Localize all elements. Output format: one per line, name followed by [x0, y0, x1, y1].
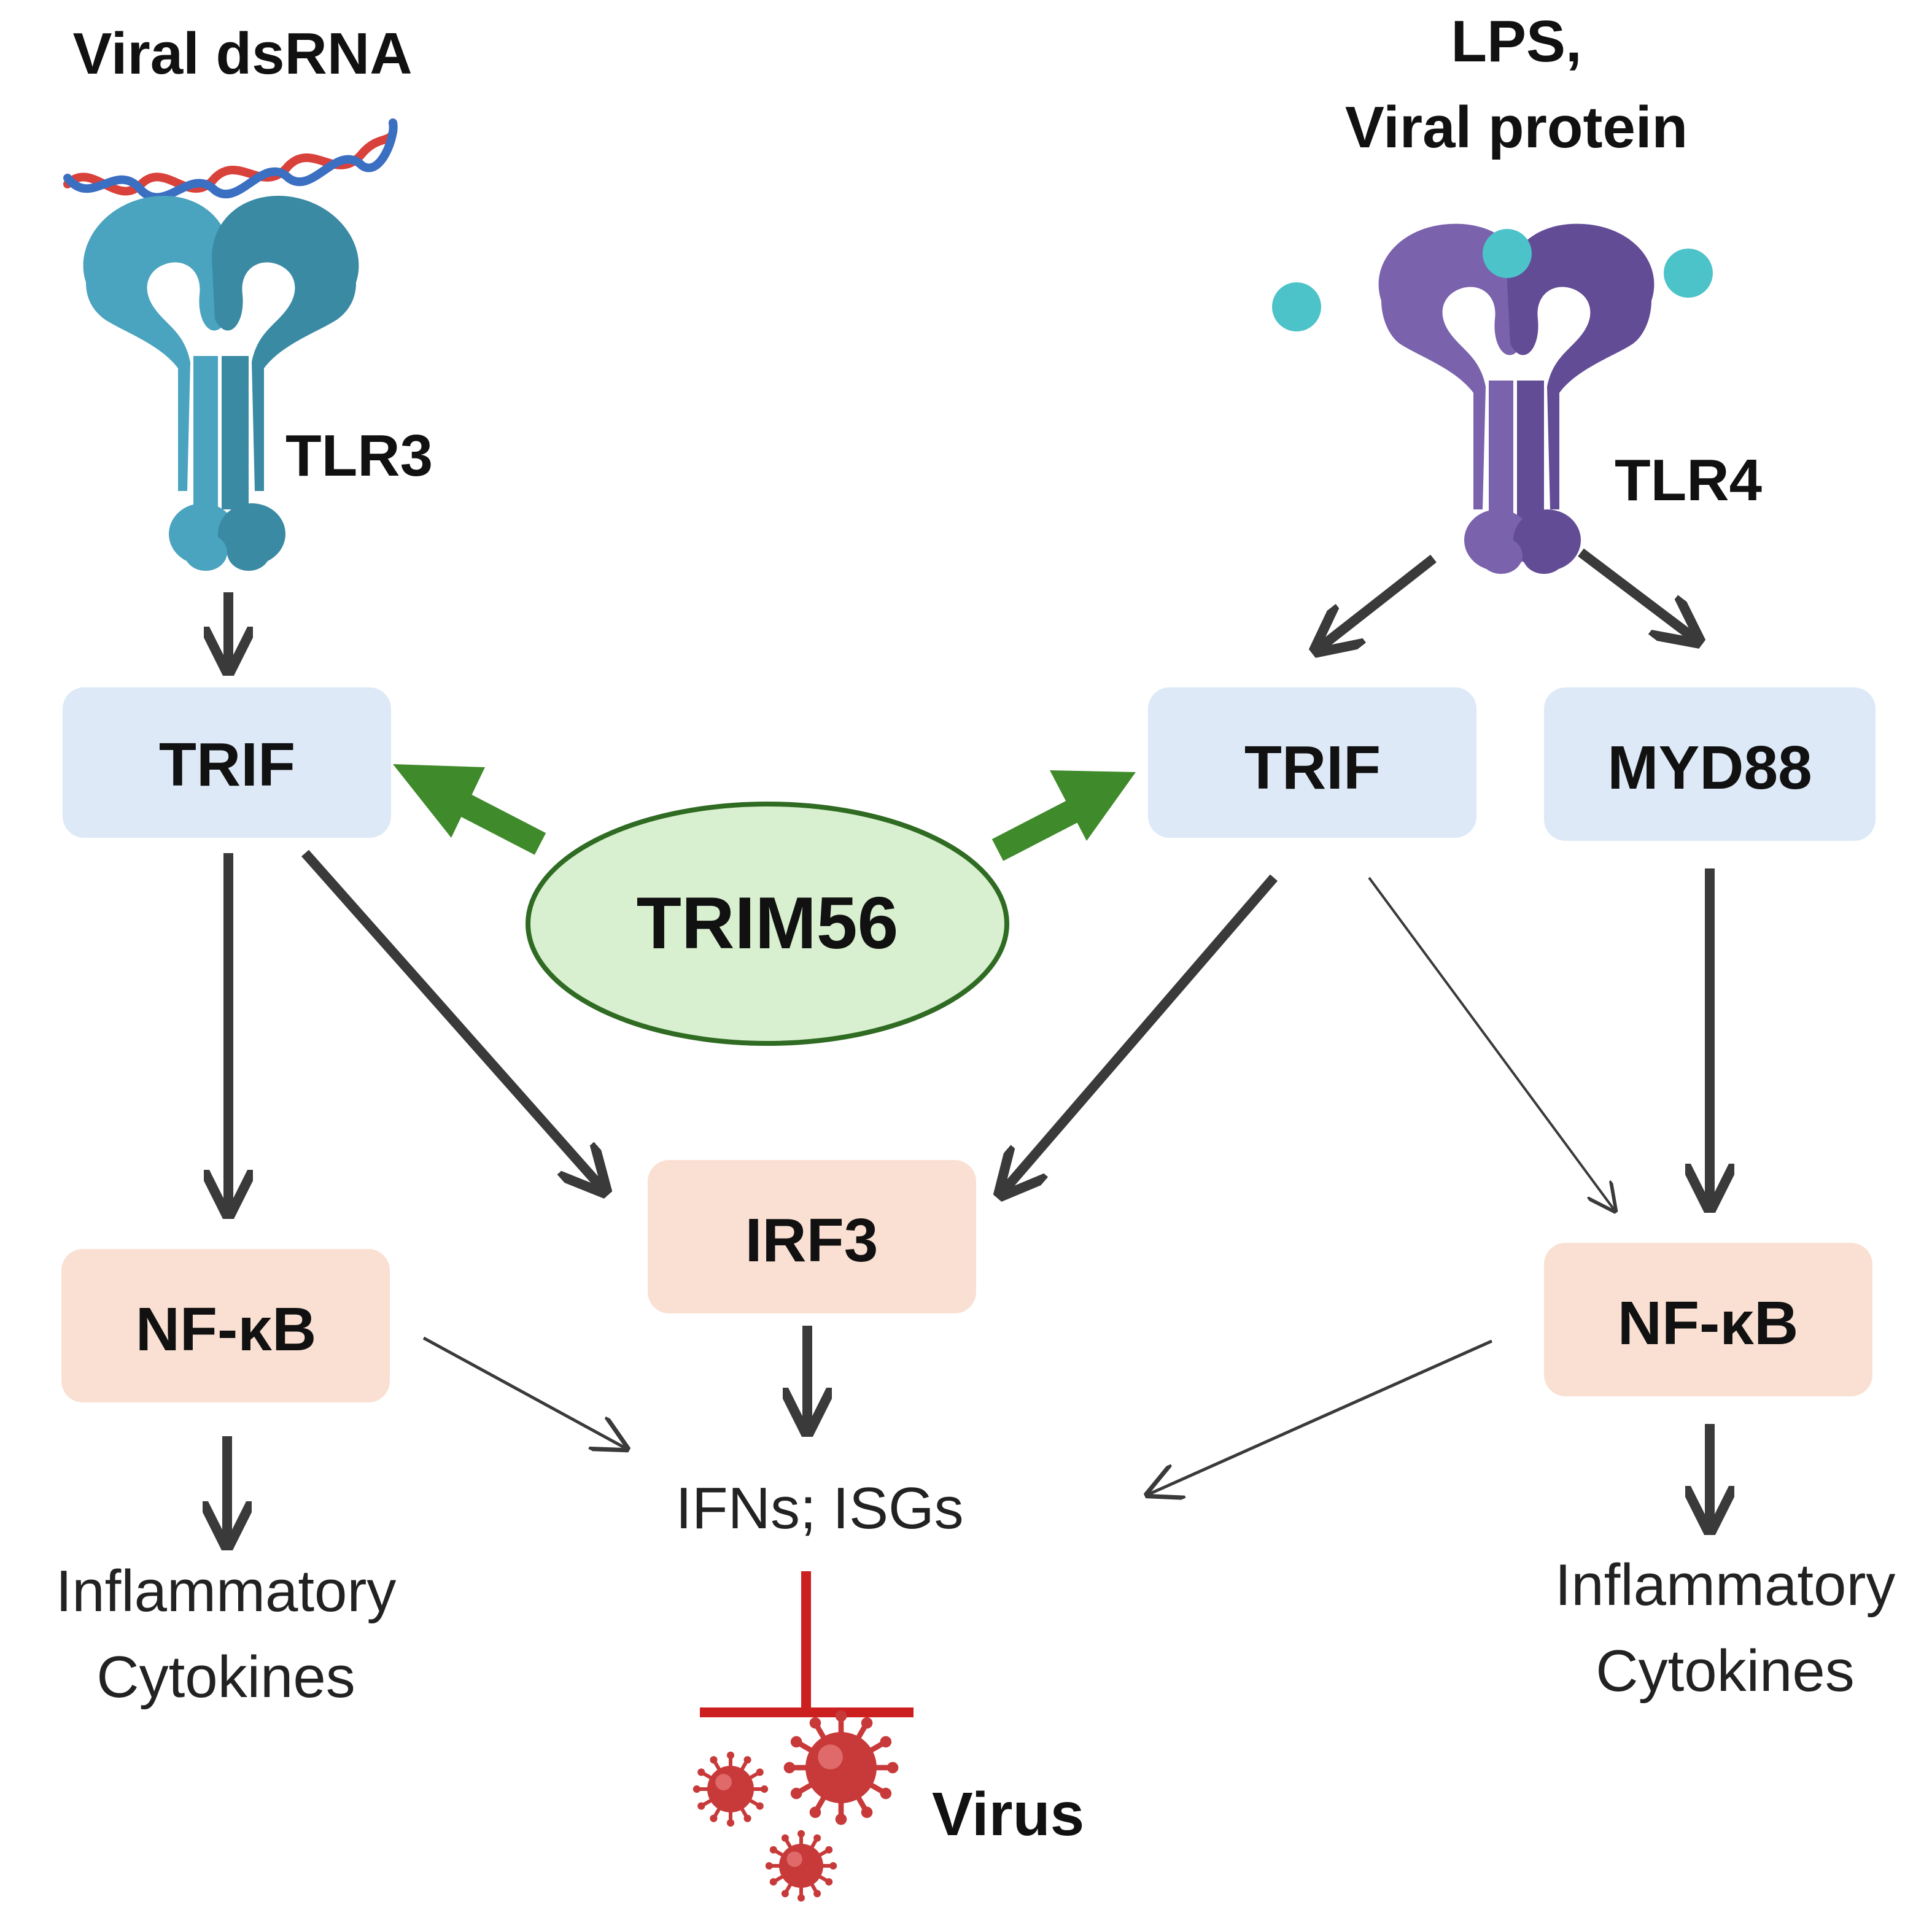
irf3-label: IRF3	[745, 1206, 879, 1275]
tlr4-receptor-icon	[1378, 223, 1655, 574]
trif-right-box	[1148, 687, 1476, 838]
ligand-particle-icon	[1272, 282, 1321, 331]
green-arrowhead-left	[393, 764, 485, 838]
nfkb-left-label: NF-κB	[136, 1295, 317, 1364]
ligand-particle-icon	[1483, 229, 1532, 278]
signaling-arrows	[227, 548, 1710, 1541]
nfkb-right-box	[1544, 1243, 1872, 1396]
tlr4-label: TLR4	[1615, 447, 1762, 513]
inhibition-symbol	[700, 1571, 914, 1717]
arrow-trif-left-to-irf3	[301, 849, 602, 1188]
arrow-nfkb-left-to-ifns	[422, 1336, 626, 1448]
virus-label: Virus	[932, 1780, 1084, 1849]
arrow-trif-right-to-irf3	[1004, 874, 1278, 1191]
cytokines-right-line1: Inflammatory	[1555, 1552, 1896, 1618]
trim56-activation-arrows	[393, 764, 1136, 861]
virus-icon	[765, 1830, 837, 1902]
virus-icon	[692, 1751, 769, 1827]
ligand-particle-icon	[1664, 249, 1713, 298]
cytokines-left-line2: Cytokines	[96, 1644, 355, 1710]
trif-left-box	[63, 687, 391, 838]
cytokines-right-line2: Cytokines	[1596, 1638, 1855, 1704]
irf3-box	[648, 1160, 976, 1313]
arrow-trif-right-to-nfkb-right	[1368, 876, 1615, 1210]
trim56-node	[526, 802, 1009, 1046]
viral-dsrna-label: Viral dsRNA	[72, 21, 412, 87]
virus-cluster	[692, 1710, 899, 1902]
lps-label-line1: LPS,	[1451, 9, 1581, 74]
tlr3-label: TLR3	[285, 423, 433, 489]
virus-icon	[783, 1710, 899, 1825]
trif-left-label: TRIF	[159, 730, 295, 799]
lps-label-line2: Viral protein	[1345, 95, 1688, 160]
cytokines-left-line1: Inflammatory	[56, 1558, 397, 1624]
ifns-isgs-label: IFNs; ISGs	[675, 1475, 963, 1541]
tlr3-receptor-icon	[83, 196, 359, 571]
arrow-tlr4-to-myd88	[1578, 548, 1694, 638]
trif-right-label: TRIF	[1244, 733, 1381, 802]
myd88-label: MYD88	[1607, 733, 1812, 802]
dsrna-helix-icon	[63, 118, 398, 202]
myd88-box	[1544, 687, 1876, 841]
arrow-tlr4-to-trif	[1320, 554, 1437, 648]
nfkb-right-label: NF-κB	[1618, 1289, 1799, 1358]
nfkb-left-box	[61, 1249, 390, 1402]
green-arrowhead-right	[1050, 770, 1136, 841]
arrow-nfkb-right-to-ifns	[1148, 1339, 1493, 1495]
trim56-label: TRIM56	[637, 882, 899, 964]
